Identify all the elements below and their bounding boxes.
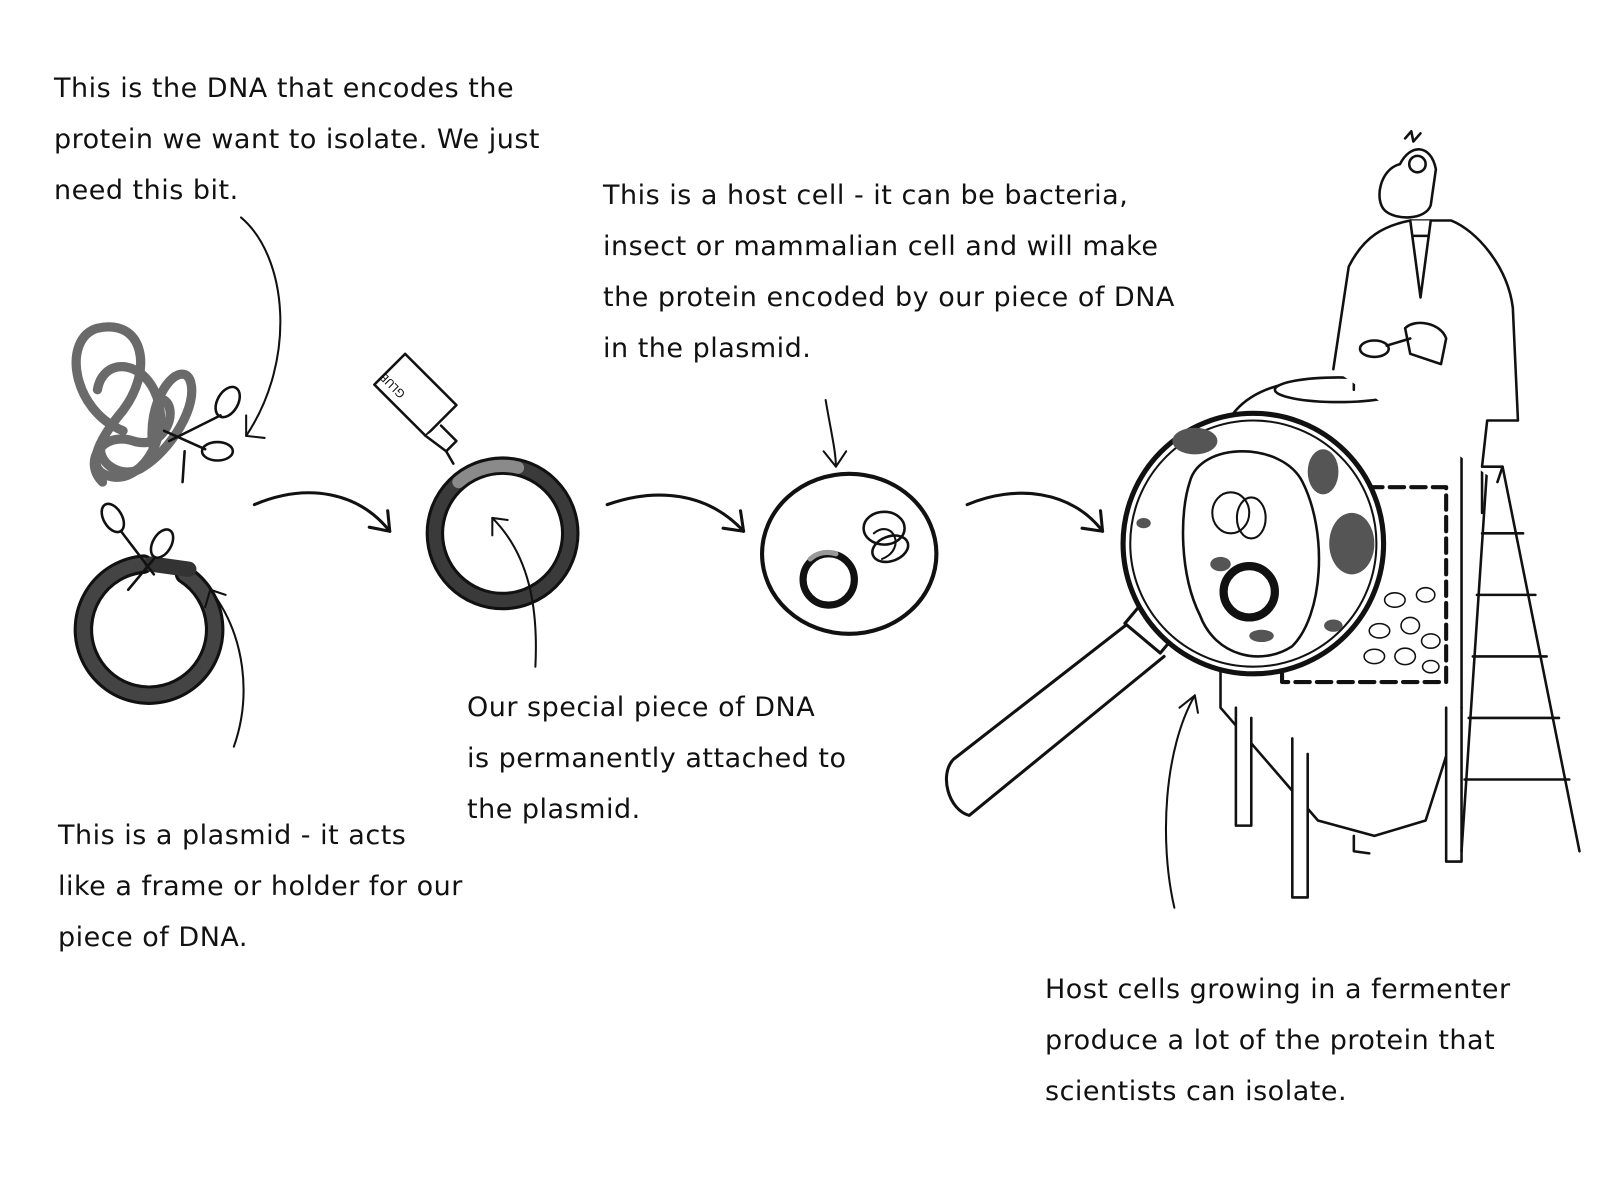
note-line: scientists can isolate. xyxy=(1045,1076,1348,1107)
process-arrow-1 xyxy=(252,491,392,533)
scissors-icon xyxy=(100,502,175,592)
plasmid-note: This is a plasmid - it acts like a frame… xyxy=(58,810,463,963)
note-line: is permanently attached to xyxy=(467,743,847,774)
pointer-arrow-insert xyxy=(491,516,537,668)
scientist-figure xyxy=(1332,130,1520,484)
note-line: protein we want to isolate. We just xyxy=(54,124,541,155)
note-line: piece of DNA. xyxy=(58,922,248,953)
dna-note: This is the DNA that encodes the protein… xyxy=(54,63,540,216)
cells-in-fermenter xyxy=(1363,586,1441,674)
note-line: insect or mammalian cell and will make xyxy=(603,231,1159,262)
magnifying-glass xyxy=(944,410,1387,817)
dna-strand-icon xyxy=(71,322,197,487)
scissors-icon xyxy=(162,385,242,484)
pointer-arrow-fermenter xyxy=(1164,694,1199,909)
note-line: the plasmid. xyxy=(467,794,641,825)
process-arrow-3 xyxy=(965,491,1105,533)
note-line: in the plasmid. xyxy=(603,333,812,364)
process-arrow-2 xyxy=(605,493,746,533)
note-line: the protein encoded by our piece of DNA xyxy=(603,282,1175,313)
recombinant-plasmid-ring xyxy=(425,456,580,611)
note-line: Host cells growing in a fermenter xyxy=(1045,974,1511,1005)
note-line: This is a host cell - it can be bacteria… xyxy=(603,180,1129,211)
ladder xyxy=(1460,465,1581,853)
special-piece-note: Our special piece of DNA is permanently … xyxy=(467,682,847,835)
open-plasmid-ring xyxy=(73,554,225,705)
note-line: like a frame or holder for our xyxy=(58,871,463,902)
note-line: produce a lot of the protein that xyxy=(1045,1025,1496,1056)
pointer-arrow-plasmid xyxy=(204,588,245,748)
host-cell xyxy=(760,471,939,636)
fermenter-note: Host cells growing in a fermenter produc… xyxy=(1045,964,1511,1117)
pointer-arrow-dna xyxy=(239,216,282,439)
note-line: This is the DNA that encodes the xyxy=(54,73,515,104)
pointer-arrow-host-cell xyxy=(822,398,848,468)
host-cell-note: This is a host cell - it can be bacteria… xyxy=(603,170,1175,374)
note-line: Our special piece of DNA xyxy=(467,692,816,723)
note-line: need this bit. xyxy=(54,175,239,206)
note-line: This is a plasmid - it acts xyxy=(58,820,407,851)
glue-bottle-icon: GLUE xyxy=(373,352,458,465)
